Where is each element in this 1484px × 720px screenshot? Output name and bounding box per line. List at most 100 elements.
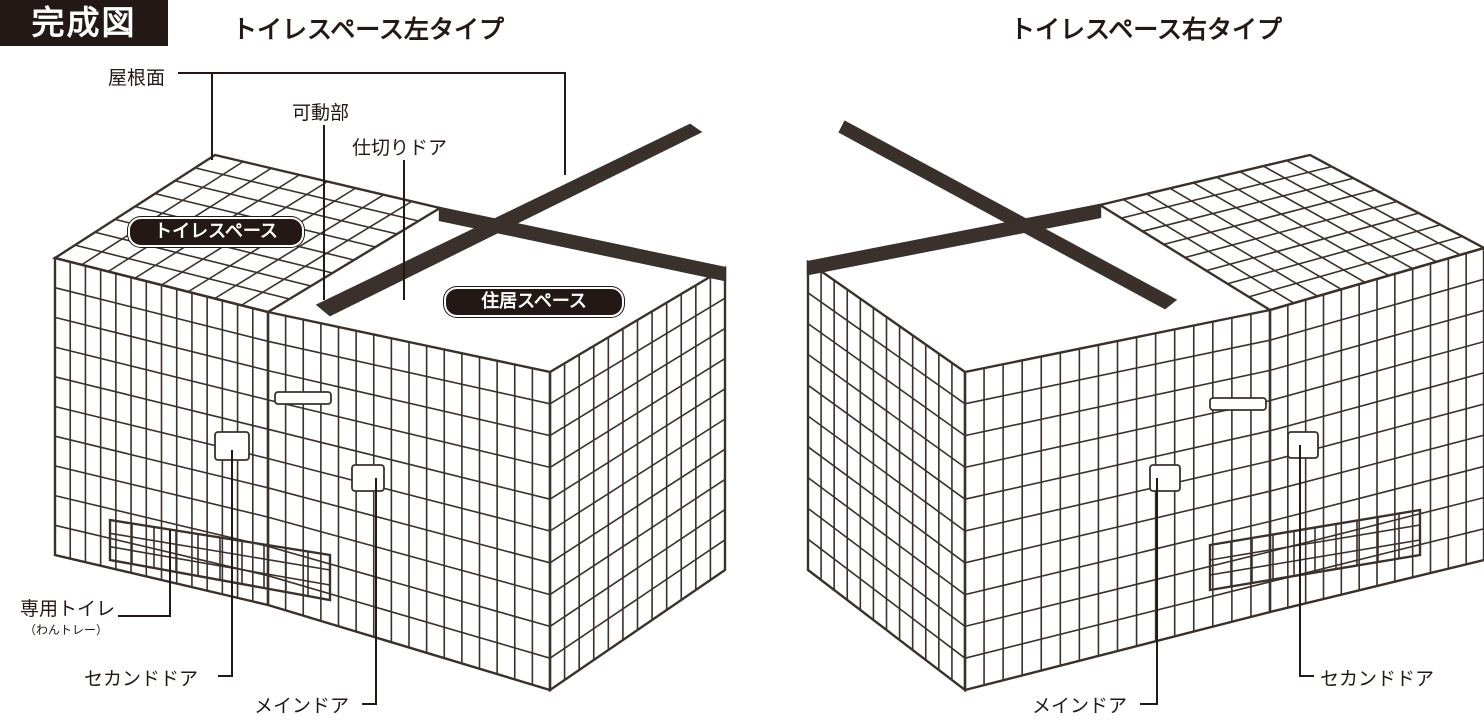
right-cage-toilet-side-wire <box>1269 465 1484 523</box>
right-cage-left-side-wire <box>807 446 966 564</box>
left-cage-back-rail-wire <box>439 214 726 276</box>
left-cage-front-wire <box>267 487 551 564</box>
left-cage-lid-wire <box>323 127 696 311</box>
right-cage-back-rail-wire <box>807 206 1101 266</box>
left-cage-toilet-side-wire <box>54 316 269 372</box>
right-cage-roof-wire <box>1121 165 1332 219</box>
right-cage-toilet-side-wire <box>1269 372 1484 432</box>
right-cage-roof-wire <box>1184 200 1398 259</box>
right-cage-back-rail-wire <box>807 207 1101 267</box>
left-cage-toilet-tray-wire <box>109 532 331 571</box>
right-cage-left-side-wire <box>807 353 966 469</box>
leader-second-door-left <box>218 450 233 677</box>
right-cage-lid-wire <box>842 126 1171 305</box>
right-cage-lid-wire <box>842 125 1172 305</box>
left-cage-lid-wire <box>322 127 695 310</box>
leader-lines <box>118 72 1314 705</box>
left-cage-right-side-wire <box>549 418 726 532</box>
label-living-space: 住居スペース <box>444 287 624 317</box>
right-cage-back-rail-wire <box>807 209 1101 268</box>
left-cage-right-side-wire <box>549 508 726 628</box>
label-movable-part: 可動部 <box>292 102 350 124</box>
right-cage-toilet-side-wire <box>1269 278 1484 341</box>
left-cage-right-side-wire <box>549 388 726 500</box>
right-cage-lid-wire <box>844 122 1175 302</box>
right-cage-lid-wire <box>840 128 1168 307</box>
right-cage-front-wire <box>964 339 1271 405</box>
right-cage-left-side-wire <box>807 322 966 437</box>
right-cage-lid-wire <box>842 124 1173 304</box>
left-cage-right-side-wire <box>549 327 726 437</box>
left-cage-front-wire <box>267 516 551 596</box>
completed-figure-badge: 完成図 <box>0 0 168 46</box>
right-cage-toilet-side-wire <box>1269 340 1484 402</box>
label-main-door-left: メインドア <box>254 695 350 717</box>
left-cage-lid-wire <box>321 126 694 310</box>
left-cage-back-rail-wire <box>439 218 726 280</box>
left-cage-right-side-wire <box>549 539 726 659</box>
right-cage-left-side-wire <box>807 384 966 500</box>
label-main-door-right: メインドア <box>1032 695 1128 717</box>
label-toilet-space: トイレスペース <box>128 217 304 247</box>
right-cage-roof-wire <box>1163 189 1376 246</box>
right-cage-toilet-tray-wire <box>1209 524 1421 561</box>
right-cage-front-wire <box>964 369 1271 437</box>
right-cage-left-side-wire <box>807 507 966 628</box>
right-cage-second-door-latch <box>1287 431 1319 459</box>
left-cage-right-side-wire <box>549 297 726 405</box>
right-cage-roof-frame <box>1096 153 1484 312</box>
right-cage-back-rail-wire <box>807 215 1101 274</box>
right-cage-left-side-wire <box>807 476 966 596</box>
leader-main-door-right <box>1140 478 1158 705</box>
right-cage-roof-wire <box>1227 223 1441 285</box>
left-cage-lid-wire <box>319 125 693 308</box>
left-cage-front-wire <box>267 369 551 437</box>
left-cage-lid-wire <box>318 124 692 307</box>
leader-second-door-right <box>1299 445 1314 677</box>
right-cage-lid-wire <box>843 123 1173 303</box>
right-cage-front-wire <box>964 490 1271 564</box>
left-cage-handle <box>274 391 332 405</box>
left-cage-back-rail-wire <box>439 212 726 274</box>
right-cage-back-rail-wire <box>807 213 1101 273</box>
right-cage-lid-wire <box>841 127 1169 307</box>
left-cage-lid-wire <box>327 130 699 315</box>
left-cage-toilet-side-wire <box>54 346 269 401</box>
right-cage-main-door-latch <box>1149 464 1181 492</box>
right-cage-back-rail-wire <box>807 210 1101 269</box>
left-cage-back-rail-wire <box>439 215 726 278</box>
left-cage-front-wire <box>267 457 551 532</box>
right-cage-back-rail-wire <box>807 205 1101 264</box>
left-cage-toilet-tray-wire <box>109 545 331 586</box>
right-cage-roof-wire <box>1248 235 1463 298</box>
right-cage-drawing <box>806 120 1484 693</box>
right-cage-front-wire <box>964 581 1271 659</box>
left-type-title: トイレスペース左タイプ <box>232 15 505 44</box>
left-cage-drawing <box>52 123 727 693</box>
label-second-door-left: セカンドドア <box>84 668 199 690</box>
left-cage-right-side-wire <box>549 478 726 596</box>
right-cage-back-rail-wire <box>807 211 1101 270</box>
right-cage-handle <box>1209 397 1267 411</box>
left-cage-roof-wire <box>81 160 244 266</box>
right-cage-front-wire <box>964 460 1271 532</box>
left-cage-back-rail-wire <box>439 209 726 272</box>
left-cage-front-wire <box>267 545 551 628</box>
left-cage-front-wire <box>267 340 551 405</box>
right-cage-front-wire <box>964 430 1271 500</box>
right-cage-left-side-wire <box>807 538 966 659</box>
right-cage-toilet-side-wire <box>1269 309 1484 372</box>
label-partition-door: 仕切りドア <box>352 137 448 159</box>
left-cage-back-rail-wire <box>439 216 726 279</box>
right-cage-roof-wire <box>1142 177 1354 233</box>
left-cage-front-wire <box>267 428 551 500</box>
right-cage-toilet-side-wire <box>1269 496 1484 553</box>
leader-main-door-left <box>362 478 377 705</box>
right-cage-roof-wire <box>1206 212 1419 272</box>
right-cage-lid-wire <box>843 122 1174 303</box>
left-cage-toilet-side-wire <box>54 286 269 343</box>
left-cage-roof-wire <box>214 194 385 300</box>
right-cage-lid-wire <box>841 127 1170 306</box>
left-cage-back-rail-wire <box>439 208 726 270</box>
